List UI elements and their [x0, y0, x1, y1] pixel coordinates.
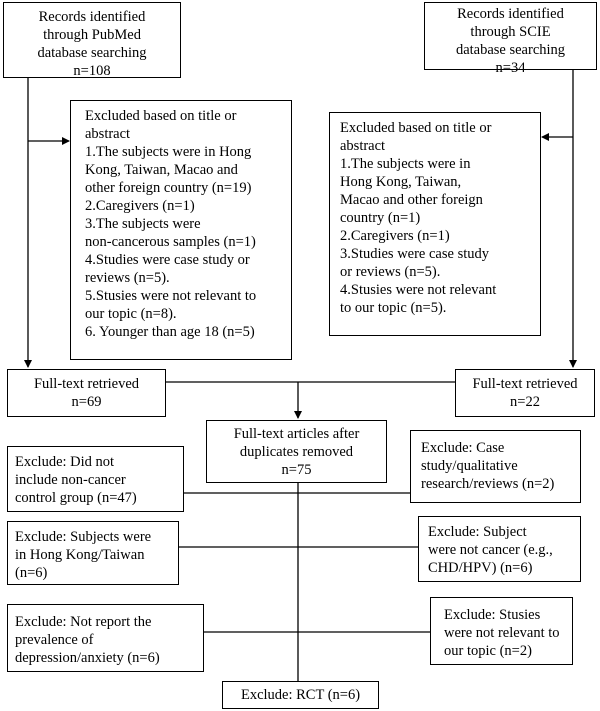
pubmed-line: Records identified [38, 9, 146, 25]
exclude-line: were not cancer (e.g., [428, 542, 553, 558]
exclusion-line: 1.The subjects were in [340, 156, 471, 172]
exclude-line: Exclude: RCT (n=6) [240, 687, 361, 703]
exclusion-line: Excluded based on title or [85, 108, 237, 124]
exclusion-line: 1.The subjects were in Hong [85, 144, 252, 160]
exclusion-line: 6. Younger than age 18 (n=5) [85, 324, 255, 340]
exclude-line: depression/anxiety (n=6) [15, 650, 160, 666]
exclude-line: in Hong Kong/Taiwan [15, 547, 145, 563]
exclude-line: Exclude: Subjects were [15, 529, 152, 545]
exclusion-line: reviews (n=5). [85, 270, 170, 286]
exclude-noncancer-box: Exclude: Did not include non-cancer cont… [7, 446, 184, 512]
exclude-case-box: Exclude: Case study/qualitative research… [410, 430, 581, 503]
exclusion-line: country (n=1) [340, 210, 421, 226]
after-duplicates-line: Full-text articles after [233, 426, 360, 442]
exclude-line: Exclude: Case [421, 440, 505, 456]
exclusion-line: non-cancerous samples (n=1) [85, 234, 256, 250]
exclude-line: Exclude: Did not [15, 454, 115, 470]
exclusion-line: 2.Caregivers (n=1) [340, 228, 450, 244]
exclusion-line: to our topic (n=5). [340, 300, 447, 316]
after-duplicates-box: Full-text articles after duplicates remo… [206, 420, 387, 483]
exclusion-line: Hong Kong, Taiwan, [340, 174, 462, 190]
pubmed-line: database searching [37, 45, 147, 61]
fulltext-label: Full-text retrieved [33, 376, 140, 392]
pubmed-count: n=108 [73, 63, 111, 79]
exclude-notcancer-box: Exclude: Subject were not cancer (e.g., … [418, 516, 581, 582]
scie-line: database searching [455, 42, 566, 58]
exclusion-line: Macao and other foreign [340, 192, 483, 208]
exclude-line: Exclude: Subject [428, 524, 527, 540]
exclude-rct-box: Exclude: RCT (n=6) [222, 681, 379, 709]
exclusion-line: 3.The subjects were [85, 216, 201, 232]
exclude-line: prevalence of [15, 632, 94, 648]
exclusion-line: our topic (n=8). [85, 306, 177, 322]
fulltext-right-box: Full-text retrieved n=22 [455, 369, 595, 417]
fulltext-label: Full-text retrieved [472, 376, 578, 392]
scie-line: through SCIE [470, 24, 551, 40]
exclude-line: study/qualitative [421, 458, 518, 474]
exclusion-line: 5.Stusies were not relevant to [85, 288, 257, 304]
exclude-line: (n=6) [15, 565, 48, 581]
exclusion-line: abstract [85, 126, 131, 142]
exclude-hk-box: Exclude: Subjects were in Hong Kong/Taiw… [7, 521, 179, 585]
exclude-line: research/reviews (n=2) [421, 476, 555, 492]
pubmed-records-box: Records identified through PubMed databa… [3, 2, 181, 79]
exclude-line: Exclude: Not report the [15, 614, 152, 630]
exclude-line: CHD/HPV) (n=6) [428, 560, 533, 576]
excluded-scie-box: Excluded based on title or abstract 1.Th… [329, 112, 541, 336]
exclusion-line: Kong, Taiwan, Macao and [85, 162, 238, 178]
exclusion-line: 4.Studies were case study or [85, 252, 250, 268]
exclusion-line: 3.Studies were case study [340, 246, 489, 262]
fulltext-left-box: Full-text retrieved n=69 [7, 369, 166, 417]
exclude-line: were not relevant to [444, 625, 560, 641]
scie-records-box: Records identified through SCIE database… [424, 2, 597, 76]
scie-line: Records identified [457, 6, 564, 22]
fulltext-count: n=22 [510, 394, 540, 410]
after-duplicates-line: duplicates removed [239, 444, 354, 460]
scie-count: n=34 [495, 60, 526, 76]
exclusion-line: abstract [340, 138, 386, 154]
exclusion-line: 4.Stusies were not relevant [340, 282, 497, 298]
exclude-line: Exclude: Stusies [444, 607, 541, 623]
excluded-pubmed-box: Excluded based on title or abstract 1.Th… [70, 100, 292, 360]
exclusion-line: 2.Caregivers (n=1) [85, 198, 195, 214]
exclude-line: our topic (n=2) [444, 643, 532, 659]
after-duplicates-count: n=75 [281, 462, 312, 478]
exclusion-line: other foreign country (n=19) [85, 180, 252, 196]
exclusion-line: or reviews (n=5). [340, 264, 441, 280]
exclude-prevalence-box: Exclude: Not report the prevalence of de… [7, 604, 204, 672]
pubmed-line: through PubMed [43, 27, 141, 43]
exclude-relevant-box: Exclude: Stusies were not relevant to ou… [430, 597, 573, 665]
fulltext-count: n=69 [71, 394, 102, 410]
exclude-line: control group (n=47) [15, 490, 137, 506]
exclude-line: include non-cancer [15, 472, 126, 488]
exclusion-line: Excluded based on title or [340, 120, 492, 136]
